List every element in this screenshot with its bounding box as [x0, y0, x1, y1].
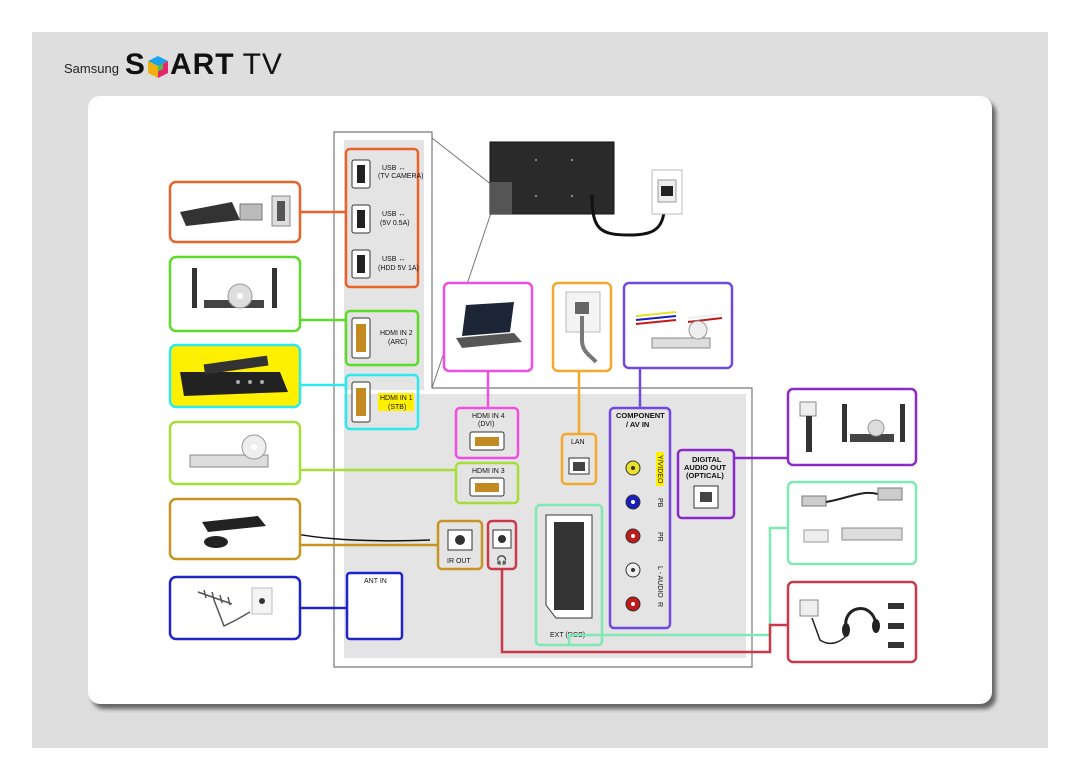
optical-port[interactable] [693, 485, 719, 509]
hdmi2-port[interactable] [351, 317, 371, 359]
optical-label-2: AUDIO OUT [684, 463, 727, 472]
antenna-icon [197, 587, 273, 628]
optical-label-3: (OPTICAL) [686, 471, 724, 480]
component-cables-icon [635, 311, 723, 349]
component-label: COMPONENT [616, 411, 665, 420]
hdmi1-group [344, 373, 420, 431]
usb-flash-drive-icon [180, 195, 291, 227]
pr-jack[interactable] [625, 528, 641, 544]
brand-logo-post: ART [169, 48, 235, 81]
video-jack[interactable] [625, 460, 641, 476]
usb1-sub: (TV CAMERA) [378, 173, 424, 180]
usb-port-group [344, 147, 420, 289]
usb1-label: USB ↔ [382, 165, 405, 172]
tv-back-icon [489, 141, 615, 215]
tv-panel-lower [344, 394, 746, 658]
audio-r-label: R [656, 602, 663, 607]
scart-port[interactable] [545, 514, 593, 619]
hdmi4-label: HDMI IN 4 [472, 413, 505, 420]
hdmi2-sub: (ARC) [388, 339, 407, 346]
audio-l-label: L - AUDIO [656, 566, 663, 598]
tv-panel-outline [333, 131, 753, 668]
usb3-sub: (HDD 5V 1A) [378, 265, 419, 272]
brand-smart: S ART TV [125, 48, 283, 82]
samsung-smart-tv-logo: Samsung S ART TV [64, 48, 283, 82]
usb2-sub: (5V 0.5A) [380, 220, 410, 227]
optical-label-1: DIGITAL [692, 455, 722, 464]
ethernet-jack-icon [565, 291, 601, 364]
audio-l-jack[interactable] [625, 562, 641, 578]
smart-cube-icon [147, 56, 168, 78]
antenna-box [168, 575, 302, 641]
usb-port-3[interactable] [351, 249, 371, 279]
power-cable [590, 194, 667, 237]
pr-label: PR [656, 532, 663, 542]
hdmi1-highlight [378, 393, 414, 411]
hdmi4-port[interactable] [469, 431, 505, 451]
bluray-player-icon [189, 434, 269, 468]
headphone-port[interactable] [492, 529, 512, 549]
hdmi2-label: HDMI IN 2 [380, 330, 413, 337]
scart-label: EXT (RGB) [550, 632, 585, 639]
hdmi1-sub: (STB) [388, 404, 406, 411]
usb3-label: USB ↔ [382, 256, 405, 263]
usb-port-2[interactable] [351, 204, 371, 234]
brand-logo-tv: TV [242, 48, 283, 81]
video-label: Y/VIDEO [656, 455, 663, 484]
pb-label: PB [656, 498, 663, 508]
hdmi3-label: HDMI IN 3 [472, 468, 505, 475]
usb-port-1[interactable] [351, 159, 371, 189]
zoom-line-1 [431, 137, 493, 186]
ir-blaster-icon [202, 516, 266, 548]
hdmi3-group [454, 461, 520, 505]
hdmi2-group [344, 309, 420, 367]
laptop-icon [456, 302, 522, 348]
lan-label: LAN [571, 439, 585, 446]
power-outlet-icon [651, 169, 683, 215]
component-sub: / AV IN [626, 420, 649, 429]
brand-maker: Samsung [64, 61, 119, 76]
video-label-highlight [656, 452, 664, 486]
audio-system-box [786, 387, 918, 467]
hdmi4-sub: (DVI) [478, 421, 494, 428]
home-theater-icon [192, 268, 277, 309]
headphone-wire [500, 569, 788, 654]
usb2-label: USB ↔ [382, 211, 405, 218]
optical-group [676, 448, 736, 520]
set-top-box-icon [180, 355, 288, 396]
ir-out-port[interactable] [447, 529, 473, 551]
hdmi1-label: HDMI IN 1 [380, 395, 413, 402]
headphone-icon: 🎧 [496, 554, 507, 565]
hdmi1-port[interactable] [351, 381, 371, 423]
audio-r-jack[interactable] [625, 596, 641, 612]
bluray-player-box [168, 420, 302, 486]
headphones-box [786, 580, 918, 664]
scart-device-icon [801, 487, 903, 543]
lan-port[interactable] [568, 457, 590, 475]
ant-group [345, 571, 404, 641]
audio-system-icon [799, 401, 905, 452]
ir-out-label: IR OUT [447, 558, 471, 565]
brand-logo-pre: S [124, 48, 146, 81]
pb-jack[interactable] [625, 494, 641, 510]
ant-label[interactable]: ANT IN [364, 578, 387, 585]
component-device-box [622, 281, 734, 370]
headphones-device-icon [799, 599, 904, 648]
hdmi3-port[interactable] [469, 477, 505, 497]
